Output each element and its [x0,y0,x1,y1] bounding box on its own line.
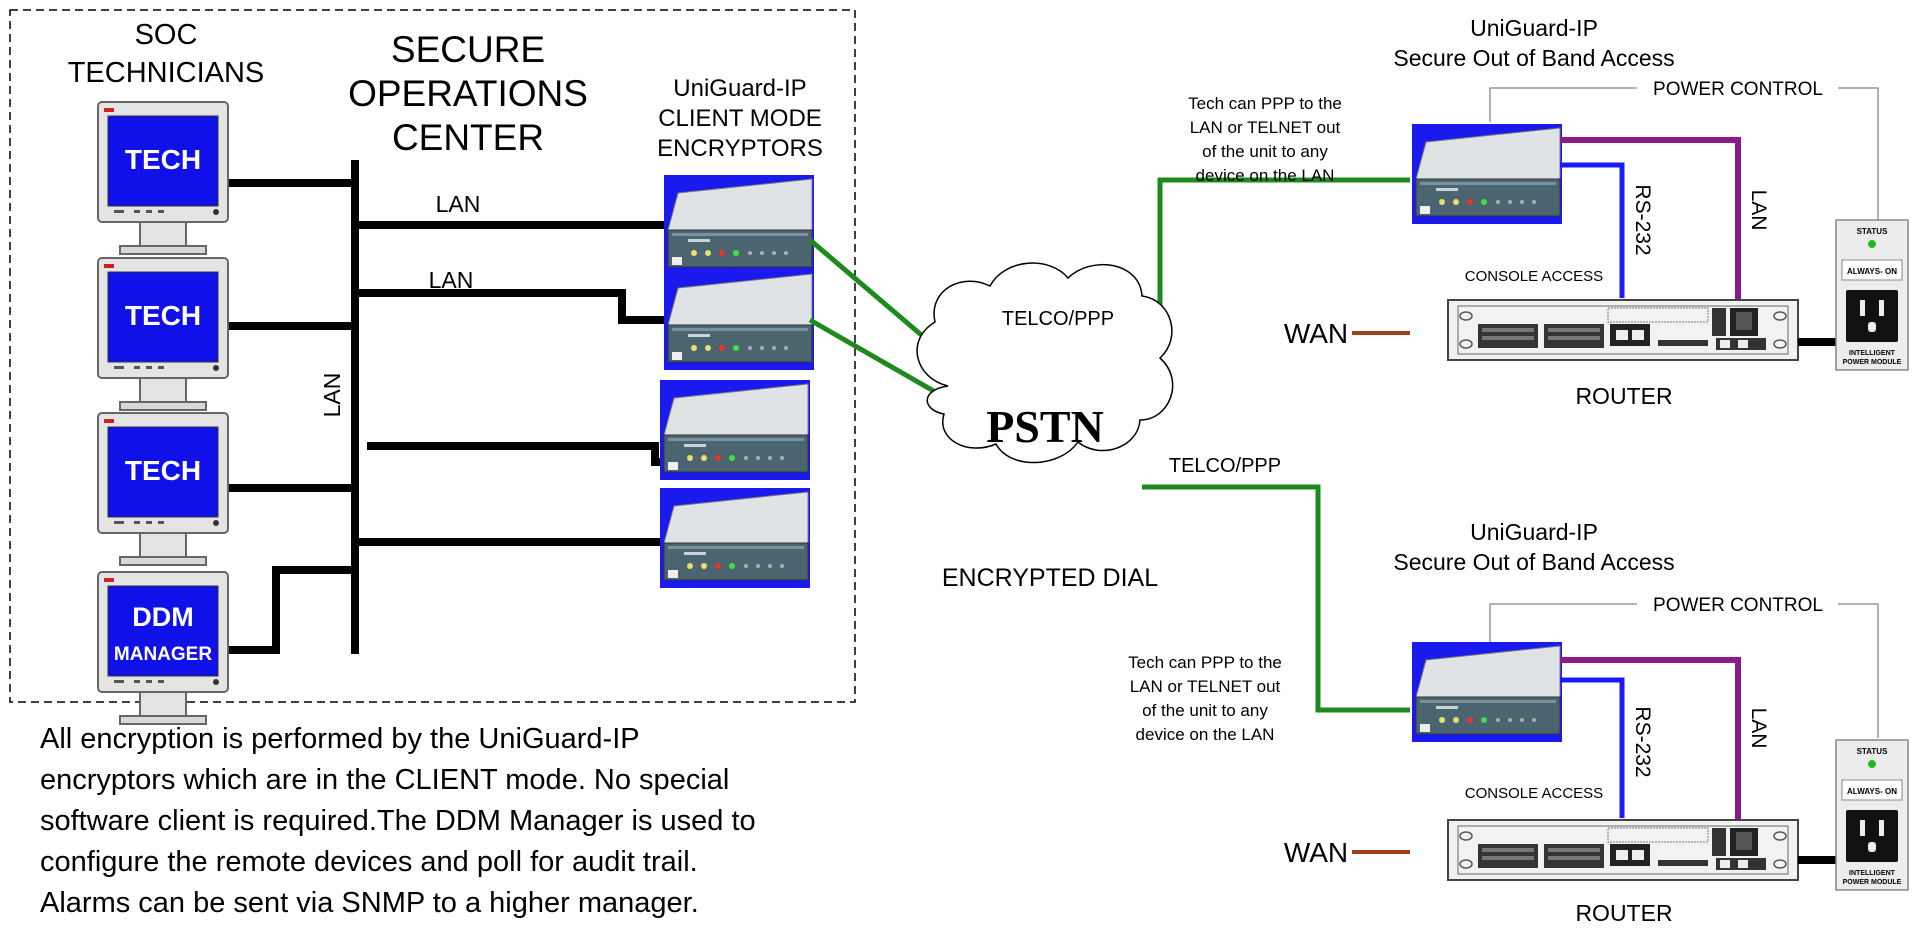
lan-link-label: LAN [1747,708,1770,749]
tech-note-4: device on the LAN [1136,725,1275,744]
encryptor-4 [659,487,811,589]
lan-label-1: LAN [436,191,481,217]
encryptors-title-1: UniGuard-IP [673,75,806,102]
ipm-caption-2: POWER MODULE [1843,359,1902,366]
site-router [1447,299,1799,361]
encryptors-title-2: CLIENT MODE [658,105,822,132]
site-encryptor [1411,123,1563,225]
tech-monitor-3: TECH [97,412,229,566]
console-access-label: CONSOLE ACCESS [1465,785,1603,802]
soc-center-title-2: OPERATIONS [348,73,588,114]
ipm-caption-2: POWER MODULE [1843,879,1902,886]
lan-label-2: LAN [429,267,474,293]
encrypted-dial-caption: ENCRYPTED DIAL [942,564,1158,592]
site-title-2: Secure Out of Band Access [1393,45,1674,71]
tech-note-3: of the unit to any [1142,701,1268,720]
tech-note-2: LAN or TELNET out [1130,677,1281,696]
pstn-cloud: PSTN [916,262,1174,464]
intelligent-power-module: STATUS ALWAYS- ON INTELLIGENT POWER MODU… [1835,219,1909,371]
monitor-label: TECH [125,144,201,175]
telco-label-top: TELCO/PPP [1002,308,1114,330]
wan-label: WAN [1284,318,1348,349]
telco-label-bottom: TELCO/PPP [1169,455,1281,477]
monitor-label: DDM [132,602,194,632]
soc-boundary [9,9,856,703]
description-line-5: Alarms can be sent via SNMP to a higher … [40,887,699,919]
intelligent-power-module: STATUS ALWAYS- ON INTELLIGENT POWER MODU… [1835,739,1909,891]
soc-center-title-3: CENTER [392,117,544,158]
monitor-sublabel: MANAGER [114,644,212,665]
tech-note-3: of the unit to any [1202,142,1328,161]
ipm-caption-1: INTELLIGENT [1849,870,1896,877]
ipm-always-on-label: ALWAYS- ON [1847,787,1897,796]
encryptors-title-3: ENCRYPTORS [657,135,823,162]
soc-lan-wiring [226,160,664,654]
encryptor-1 [663,174,815,276]
remote-site-2: UniGuard-IP Secure Out of Band Access Te… [1128,519,1909,926]
router-label: ROUTER [1575,383,1672,409]
monitor-label: TECH [125,455,201,486]
power-control-label: POWER CONTROL [1653,79,1823,100]
description-line-1: All encryption is performed by the UniGu… [40,723,640,755]
encryptor-2 [663,269,815,371]
site-title-1: UniGuard-IP [1470,15,1598,41]
description-line-2: encryptors which are in the CLIENT mode.… [40,764,729,796]
lan-label-vertical: LAN [319,373,345,418]
tech-note-1: Tech can PPP to the [1188,94,1342,113]
router-label: ROUTER [1575,900,1672,926]
remote-site-1: UniGuard-IP Secure Out of Band Access Te… [1188,15,1909,409]
soc-technicians-title-2: TECHNICIANS [68,57,265,89]
tech-note-4: device on the LAN [1196,166,1335,185]
site-router [1447,819,1799,881]
tech-note-2: LAN or TELNET out [1190,118,1341,137]
description-line-3: software client is required.The DDM Mana… [40,805,756,837]
console-access-label: CONSOLE ACCESS [1465,268,1603,285]
soc-center-title-1: SECURE [391,29,545,70]
rs232-label: RS-232 [1631,706,1654,777]
ipm-caption-1: INTELLIGENT [1849,350,1896,357]
ipm-always-on-label: ALWAYS- ON [1847,267,1897,276]
site-title-1: UniGuard-IP [1470,519,1598,545]
ipm-status-label: STATUS [1857,227,1888,236]
tech-monitor-1: TECH [97,101,229,255]
wan-label: WAN [1284,837,1348,868]
monitor-label: TECH [125,300,201,331]
tech-monitor-2: TECH [97,257,229,411]
description-line-4: configure the remote devices and poll fo… [40,846,698,878]
tech-note-1: Tech can PPP to the [1128,653,1282,672]
lan-link-label: LAN [1747,190,1770,231]
site-title-2: Secure Out of Band Access [1393,549,1674,575]
power-control-label: POWER CONTROL [1653,595,1823,616]
site-encryptor [1411,641,1563,743]
encryptor-3 [659,379,811,481]
rs232-label: RS-232 [1631,184,1654,255]
ddm-manager-monitor: DDM MANAGER [97,571,229,725]
ipm-status-label: STATUS [1857,747,1888,756]
soc-technicians-title-1: SOC [135,19,198,51]
pstn-label: PSTN [986,401,1104,452]
